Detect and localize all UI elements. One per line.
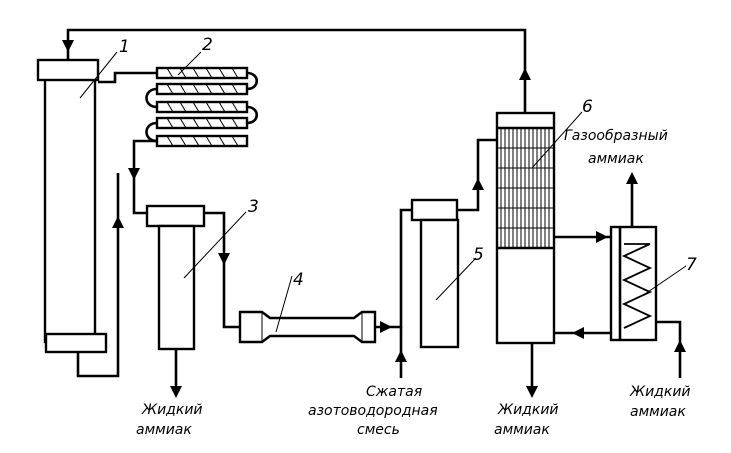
arrow-left-from-7	[572, 327, 584, 339]
apparatus-7-evaporator	[609, 225, 658, 342]
arrow-up-return-loop	[112, 216, 124, 228]
pipe-3-to-4	[204, 211, 240, 329]
arrow-up-mix-in	[395, 350, 407, 362]
pipe-4-to-5	[375, 208, 412, 329]
apparatus-1-column	[36, 58, 108, 354]
label-number-2: 2	[202, 35, 213, 55]
svg-text:аммиак: аммиак	[136, 422, 192, 438]
label-liquid-ammonia-7: Жидкий аммиак	[629, 384, 691, 420]
svg-text:аммиак: аммиак	[588, 151, 644, 167]
pipe-5-to-6	[457, 138, 497, 212]
apparatus-6-tube-bundle	[497, 128, 554, 248]
arrow-down-into-1	[62, 40, 74, 52]
arrow-down-liquid-6	[526, 386, 538, 398]
pipe-7-liquid-in	[656, 320, 682, 378]
pipe-1-bottom-loop	[76, 173, 120, 378]
svg-text:Газообразный: Газообразный	[564, 128, 668, 144]
pipe-recycle-top	[66, 28, 527, 113]
label-number-4: 4	[293, 270, 304, 290]
arrow-right-from-4	[380, 321, 392, 333]
label-compressed-mix: Сжатая азотоводородная смесь	[308, 384, 438, 438]
svg-text:Жидкий: Жидкий	[497, 402, 559, 418]
apparatus-2-coil-exchanger	[145, 66, 259, 148]
svg-text:азотоводородная: азотоводородная	[308, 403, 438, 419]
apparatus-5-column	[410, 198, 460, 349]
label-number-5: 5	[473, 245, 484, 265]
apparatus-4-venturi	[238, 310, 377, 344]
label-liquid-ammonia-6: Жидкий аммиак	[494, 402, 559, 438]
apparatus-3-separator	[145, 204, 206, 351]
svg-text:Жидкий: Жидкий	[629, 384, 691, 400]
pipe-1-to-2	[98, 71, 157, 84]
label-number-1: 1	[119, 37, 130, 57]
svg-text:аммиак: аммиак	[494, 422, 550, 438]
svg-text:аммиак: аммиак	[630, 404, 686, 420]
svg-text:смесь: смесь	[357, 422, 400, 438]
arrow-up-gas-out	[626, 172, 638, 184]
arrow-up-to-6	[472, 178, 484, 190]
label-number-3: 3	[248, 197, 259, 217]
arrow-down-to-4	[218, 253, 230, 265]
flow-arrows	[62, 40, 686, 398]
arrow-right-to-7	[596, 231, 608, 243]
label-number-6: 6	[582, 97, 593, 117]
leader-lines	[79, 51, 687, 333]
label-gaseous-ammonia: Газообразный аммиак	[564, 128, 668, 167]
svg-text:Жидкий: Жидкий	[141, 402, 203, 418]
arrow-up-recycle	[519, 68, 531, 80]
arrow-down-liquid-3	[170, 386, 182, 398]
arrow-down-to-3	[128, 168, 140, 180]
pipe-2-to-3	[132, 139, 157, 215]
arrow-up-liquid-in	[674, 340, 686, 352]
apparatus-6-column	[495, 111, 556, 345]
svg-text:Сжатая: Сжатая	[366, 384, 422, 400]
label-liquid-ammonia-3: Жидкий аммиак	[136, 402, 203, 438]
label-number-7: 7	[686, 255, 697, 275]
